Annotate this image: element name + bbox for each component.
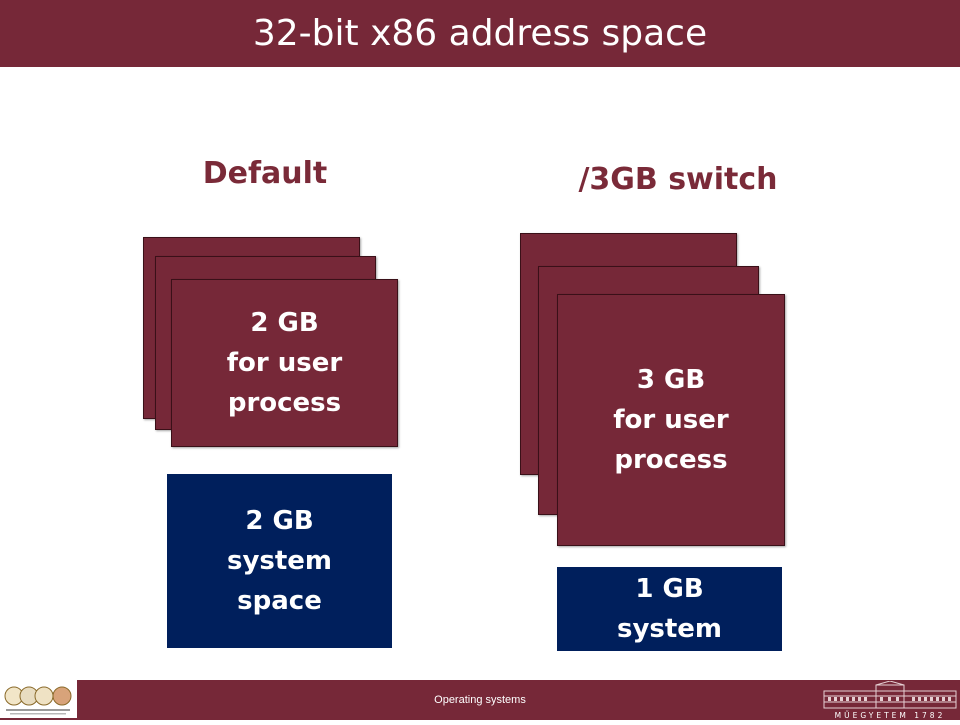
- default-user-card: 2 GB for user process: [171, 279, 398, 447]
- muegyetem-logo-text: MŰEGYETEM 1782: [835, 711, 946, 720]
- default-user-label-2: process: [227, 388, 342, 418]
- 3gb-switch-heading: /3GB switch: [578, 162, 778, 197]
- 3gb-system-label: system: [616, 614, 723, 644]
- ftsrg-logo: [0, 680, 77, 718]
- default-system-box: 2 GB system space: [167, 474, 392, 648]
- 3gb-user-card: 3 GB for user process: [557, 294, 785, 546]
- 3gb-system-size: 1 GB: [635, 574, 704, 604]
- 3gb-user-label-2: process: [614, 445, 728, 475]
- 3gb-system-box: 1 GB system: [557, 567, 782, 651]
- default-system-size: 2 GB: [245, 506, 314, 536]
- default-system-label-2: space: [237, 586, 322, 616]
- 3gb-user-label: for user: [613, 405, 729, 435]
- muegyetem-logo: MŰEGYETEM 1782: [820, 680, 960, 720]
- default-user-size: 2 GB: [250, 308, 319, 338]
- default-user-label: for user: [226, 348, 343, 378]
- default-system-label: system: [226, 546, 333, 576]
- slide-title: 32-bit x86 address space: [252, 13, 708, 54]
- footer-text: Operating systems: [434, 694, 526, 706]
- footer-bar: [0, 680, 960, 720]
- title-bar: [0, 0, 960, 67]
- default-heading: Default: [202, 156, 328, 191]
- 3gb-user-size: 3 GB: [636, 365, 706, 395]
